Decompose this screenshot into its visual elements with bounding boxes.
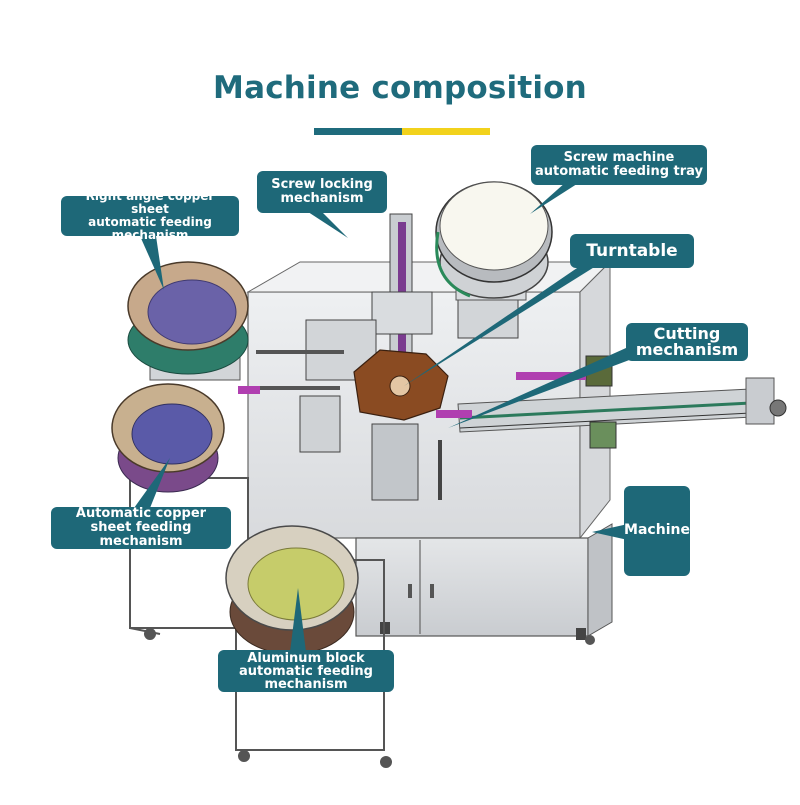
page-title: Machine composition	[213, 70, 587, 106]
screw-feeding-tray	[435, 181, 553, 301]
copper-feeding-bowl	[111, 383, 225, 493]
title-underline-teal	[314, 128, 402, 135]
callout-screw-tray: Screw machine automatic feeding tray	[531, 145, 707, 185]
callout-pointers	[134, 182, 640, 652]
aluminum-feeding-bowl	[225, 525, 359, 655]
cutting-conveyor	[457, 355, 787, 449]
machine-cabinet	[355, 523, 613, 645]
title-underline-yellow	[402, 128, 490, 135]
callout-cutting: Cutting mechanism	[626, 323, 748, 361]
callout-turntable: Turntable	[570, 234, 694, 268]
center-mechanism	[238, 213, 586, 501]
callout-screw-locking: Screw locking mechanism	[257, 171, 387, 213]
callout-aluminum: Aluminum block automatic feeding mechani…	[218, 650, 394, 692]
callout-right-angle: Right angle copper sheet automatic feedi…	[61, 190, 239, 241]
callout-machine: Machine	[624, 486, 690, 576]
callout-auto-copper: Automatic copper sheet feeding mechanism	[51, 506, 231, 549]
right-angle-copper-bowl	[127, 261, 249, 381]
